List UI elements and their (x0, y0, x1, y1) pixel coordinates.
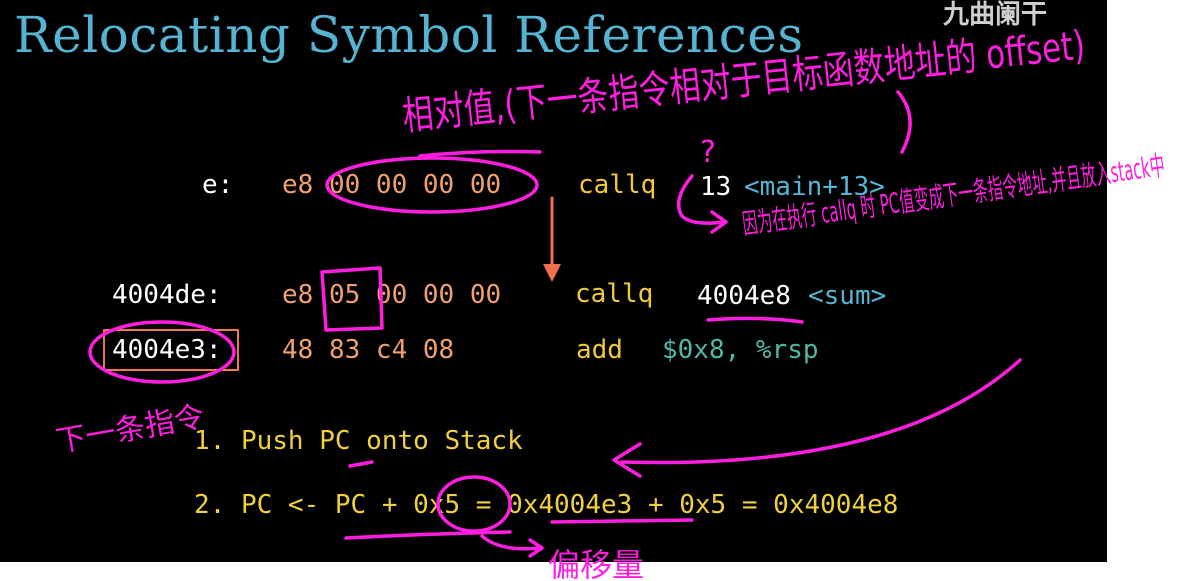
underline-next-pc (550, 518, 694, 524)
row-3-address: 4004e3: (112, 335, 222, 365)
row-3-bytes: 48 83 c4 08 (282, 335, 455, 365)
slide: Relocating Symbol References 九曲阑干 e: e8 … (0, 0, 1107, 562)
row-1-address: e: (202, 170, 234, 200)
row-2-symbol: <sum> (808, 281, 887, 311)
watermark-logo: 九曲阑干 (942, 0, 1047, 30)
row-3-opcode: add (576, 335, 623, 365)
circle-next-address (88, 320, 236, 384)
row-3-operand: $0x8, %rsp (662, 335, 819, 365)
slide-title: Relocating Symbol References (14, 6, 804, 64)
note-offset: 偏移量 (548, 546, 644, 581)
note-next-instruction: 下一条指令 (53, 399, 207, 460)
underline-top-note (418, 149, 542, 158)
step-1: 1. Push PC onto Stack (194, 426, 523, 456)
arrow-to-offset-note (480, 534, 544, 558)
row-2-opcode: callq (575, 279, 654, 309)
row-1-operand: 13 (700, 172, 732, 202)
row-2-operand: 4004e8 (697, 281, 791, 311)
bracket-arrow (676, 174, 728, 234)
closing-paren (896, 90, 912, 154)
row-2-address: 4004de: (112, 280, 222, 310)
note-relative-value: 相对值,(下一条指令相对于目标函数地址的 offset) (400, 22, 1087, 139)
underline-formula (344, 530, 512, 540)
underline-target (706, 316, 804, 324)
note-pc-explanation: 因为在执行 callq 时 PC值变成下一条指令地址,并且放入stack中 (740, 149, 1166, 241)
orange-arrowhead (543, 264, 561, 282)
row-1-opcode: callq (578, 170, 657, 200)
row-2-bytes: e8 05 00 00 00 (282, 280, 502, 310)
circle-step-offset (436, 475, 512, 533)
orange-address-box (103, 329, 239, 371)
step-2: 2. PC <- PC + 0x5 = 0x4004e3 + 0x5 = 0x4… (194, 490, 899, 520)
underline-pc (348, 460, 374, 468)
row-1-bytes: e8 00 00 00 00 (282, 170, 502, 200)
circle-offset-byte (320, 266, 384, 332)
arrow-to-push-step (612, 358, 1022, 478)
circle-zero-bytes (325, 156, 539, 214)
note-question-mark: ? (700, 135, 716, 170)
row-1-symbol: <main+13> (744, 172, 885, 202)
